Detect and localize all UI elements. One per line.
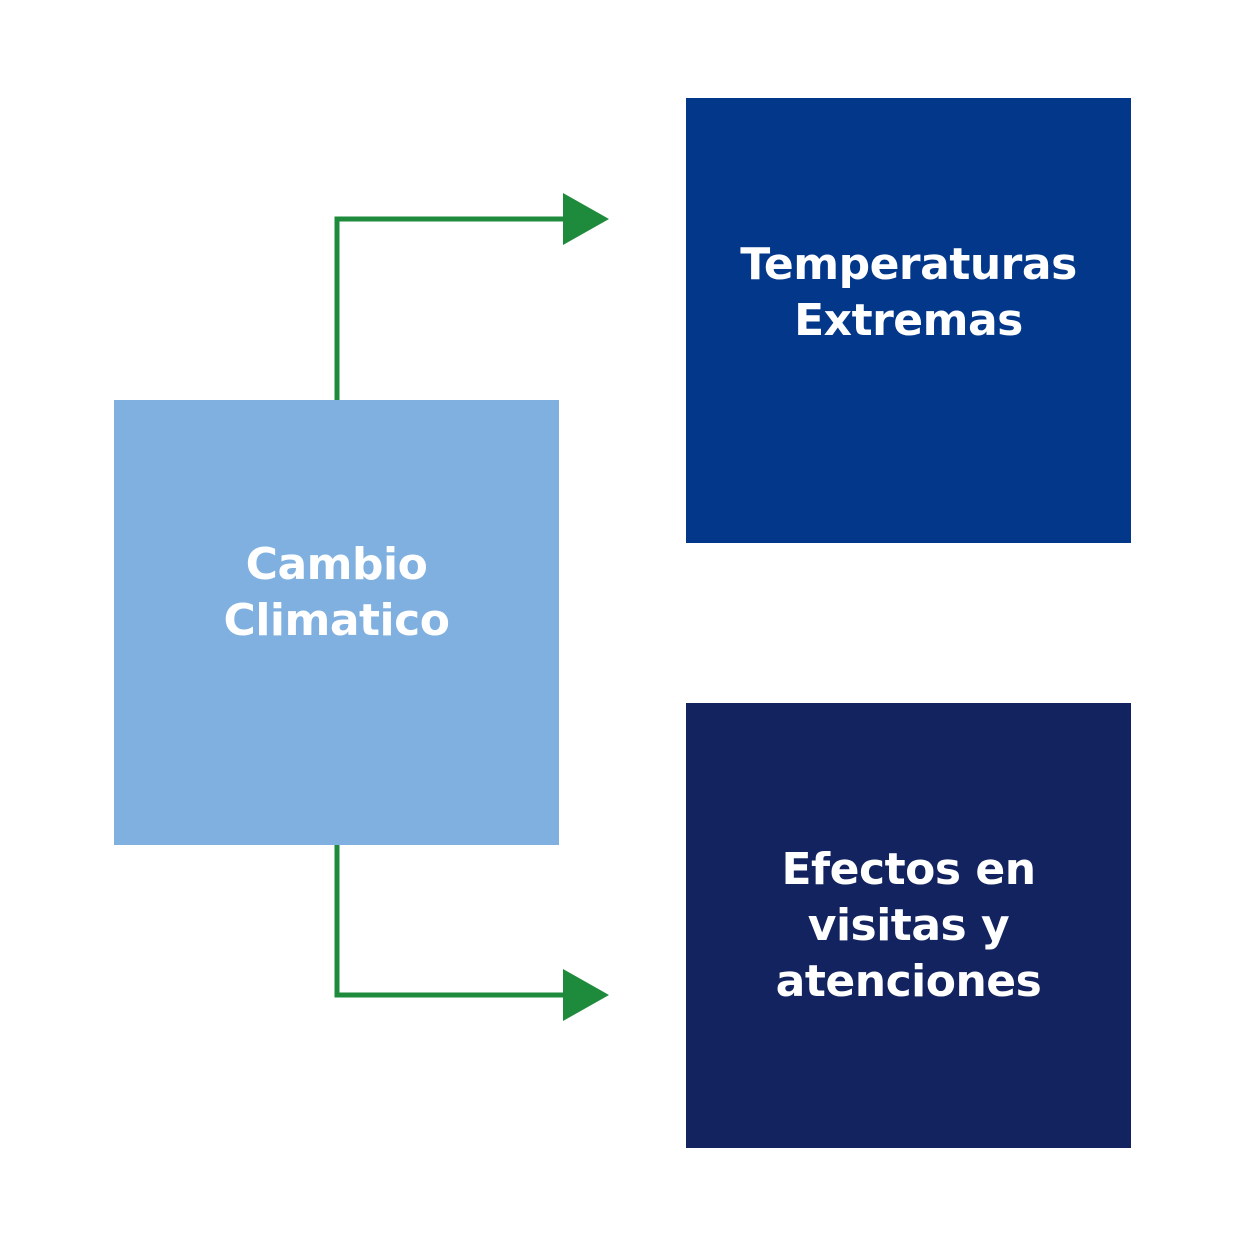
node-efectos-visitas: Efectos en visitas y atenciones: [686, 703, 1131, 1148]
node-temperaturas-extremas-label: Temperaturas Extremas: [740, 239, 1077, 346]
arrow-to-efectos: [334, 845, 609, 1021]
arrowhead-top: [563, 193, 609, 245]
arrowhead-bottom: [563, 969, 609, 1021]
node-temperaturas-extremas: Temperaturas Extremas: [686, 98, 1131, 543]
arrow-line-bottom: [334, 845, 566, 998]
node-efectos-visitas-label: Efectos en visitas y atenciones: [775, 843, 1042, 1007]
arrow-line-top: [334, 216, 566, 400]
node-cambio-climatico-label: Cambio Climatico: [223, 538, 450, 646]
node-cambio-climatico: Cambio Climatico: [114, 400, 559, 845]
arrow-to-temperaturas: [334, 193, 609, 400]
